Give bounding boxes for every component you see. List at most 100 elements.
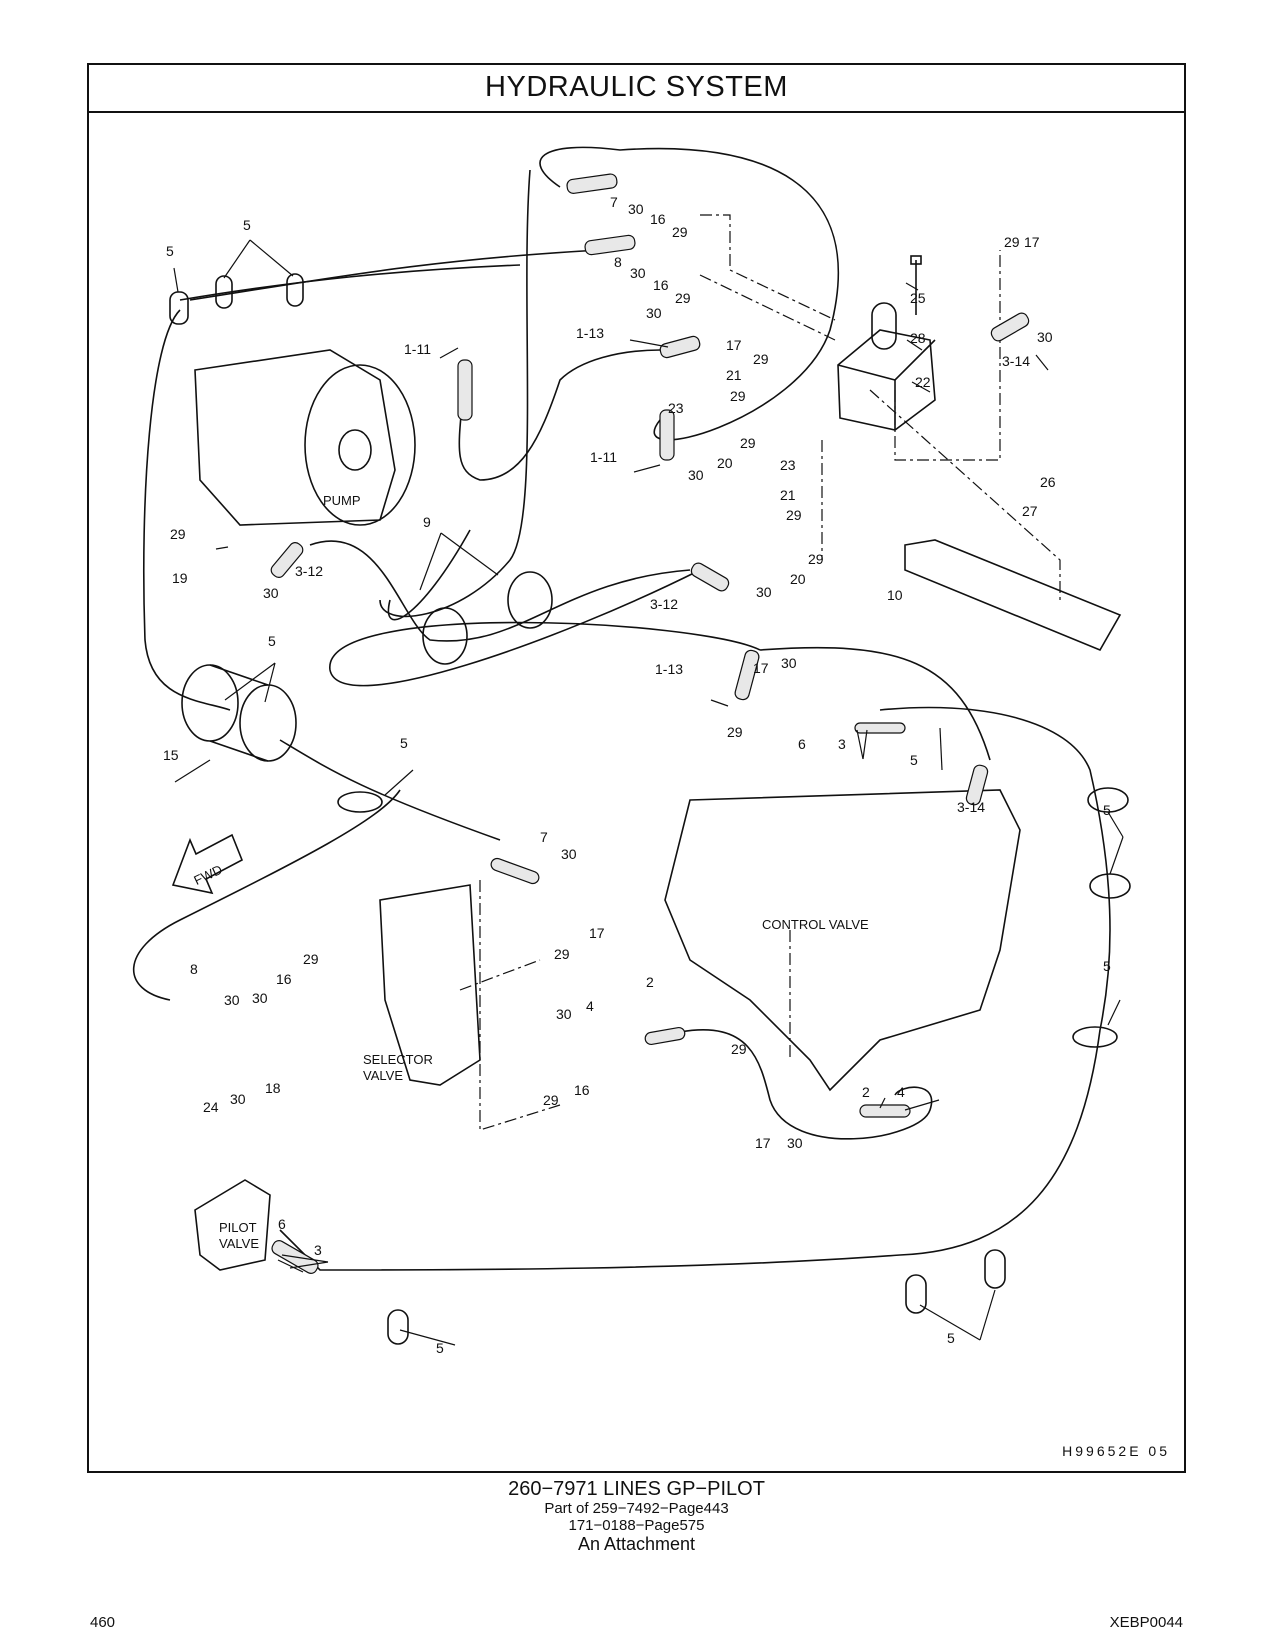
callout-number: 7 (540, 829, 548, 845)
callout-number: 30 (756, 584, 772, 600)
clamp (387, 1309, 409, 1345)
page-title: HYDRAULIC SYSTEM (485, 71, 788, 103)
control-valve-label: CONTROL VALVE (762, 917, 869, 932)
callout-number: 5 (268, 633, 276, 649)
callout-number: 6 (798, 736, 806, 752)
hose (584, 234, 636, 256)
clamp (1072, 1026, 1118, 1048)
callout-number: 5 (1103, 958, 1111, 974)
hose (490, 857, 540, 885)
hose (965, 764, 989, 806)
document-id: XEBP0044 (1109, 1614, 1183, 1631)
callout-number: 30 (781, 655, 797, 671)
callout-number: 29 (753, 351, 769, 367)
manifold-block (837, 329, 936, 431)
hose (990, 312, 1030, 342)
drawing-reference: H99652E 05 (1062, 1443, 1170, 1459)
callout-number: 30 (646, 305, 662, 321)
callout-number: 20 (790, 571, 806, 587)
callout-number: 29 (730, 388, 746, 404)
callout-number: 16 (574, 1082, 590, 1098)
callout-number: 30 (263, 585, 279, 601)
callout-number: 30 (561, 846, 577, 862)
callout-number: 29 (675, 290, 691, 306)
callout-number: 24 (203, 1099, 219, 1115)
selector-valve-body (379, 884, 481, 1086)
clamp-9 (507, 571, 553, 629)
page-number: 460 (90, 1614, 116, 1631)
callout-number: 5 (243, 217, 251, 233)
clamp (337, 791, 383, 813)
pilot-lines (132, 146, 1111, 1271)
callout-number: 30 (230, 1091, 246, 1107)
callout-number: 3-12 (295, 563, 323, 579)
callout-number: 3 (314, 1242, 322, 1258)
callout-number: 2 (646, 974, 654, 990)
hose (566, 173, 618, 194)
caption-line1: Part of 259−7492−Page443 (544, 1500, 729, 1517)
callout-number: 6 (278, 1216, 286, 1232)
callout-number: 29 (786, 507, 802, 523)
callout-number: 15 (163, 747, 179, 763)
pump-flange (304, 364, 416, 526)
callout-number: 30 (1037, 329, 1053, 345)
callout-number: 17 (753, 660, 769, 676)
callout-number: 5 (400, 735, 408, 751)
title-bar: HYDRAULIC SYSTEM (89, 65, 1184, 113)
callout-number: 18 (265, 1080, 281, 1096)
callout-number: 16 (650, 211, 666, 227)
callout-number: 25 (910, 290, 926, 306)
callout-number: 5 (947, 1330, 955, 1346)
callout-number: 29 (740, 435, 756, 451)
callout-number: 16 (653, 277, 669, 293)
callout-number: 22 (915, 374, 931, 390)
fwd-arrow (171, 833, 244, 895)
callout-number: 26 (1040, 474, 1056, 490)
callout-number: 28 (910, 330, 926, 346)
callout-number: 17 (755, 1135, 771, 1151)
clamp-9 (422, 607, 468, 665)
clamp (215, 275, 233, 309)
pilot-valve-label: PILOT (219, 1220, 257, 1235)
clamp (984, 1249, 1006, 1289)
callout-number: 27 (1022, 503, 1038, 519)
caption-line2: 171−0188−Page575 (568, 1517, 705, 1534)
selector-valve-label-2: VALVE (363, 1068, 403, 1083)
callout-number: 29 (543, 1092, 559, 1108)
pilot-valve-label-2: VALVE (219, 1236, 259, 1251)
callout-number: 29 (727, 724, 743, 740)
callout-number: 3-12 (650, 596, 678, 612)
pilot-valve-body (194, 1179, 271, 1271)
mounting-plate (904, 539, 1122, 652)
hose (270, 542, 304, 578)
callout-number: 5 (436, 1340, 444, 1356)
diagram-frame: HYDRAULIC SYSTEM H99652E 05 (87, 63, 1186, 1473)
callout-number: 16 (276, 971, 292, 987)
callout-number: 29 (808, 551, 824, 567)
callout-number: 30 (688, 467, 704, 483)
callout-number: 21 (780, 487, 796, 503)
callout-number: 5 (910, 752, 918, 768)
hose (644, 1026, 686, 1046)
callout-number: 29 (170, 526, 186, 542)
callout-number: 7 (610, 194, 618, 210)
hose (734, 649, 760, 701)
hose (859, 1104, 911, 1118)
callout-number: 4 (897, 1084, 905, 1100)
pump-label: PUMP (323, 493, 361, 508)
callout-number: 29 (1004, 234, 1020, 250)
callout-leaders (173, 239, 1124, 1346)
callout-number: 30 (628, 201, 644, 217)
callout-number: 20 (717, 455, 733, 471)
callout-number: 30 (556, 1006, 572, 1022)
callout-number: 17 (1024, 234, 1040, 250)
callout-number: 30 (787, 1135, 803, 1151)
callout-number: 5 (1103, 802, 1111, 818)
callout-number: 30 (630, 265, 646, 281)
hose (659, 409, 675, 461)
caption: 260−7971 LINES GP−PILOT Part of 259−7492… (0, 1478, 1273, 1554)
callout-number: 23 (780, 457, 796, 473)
hose (659, 335, 701, 359)
callout-number: 17 (589, 925, 605, 941)
